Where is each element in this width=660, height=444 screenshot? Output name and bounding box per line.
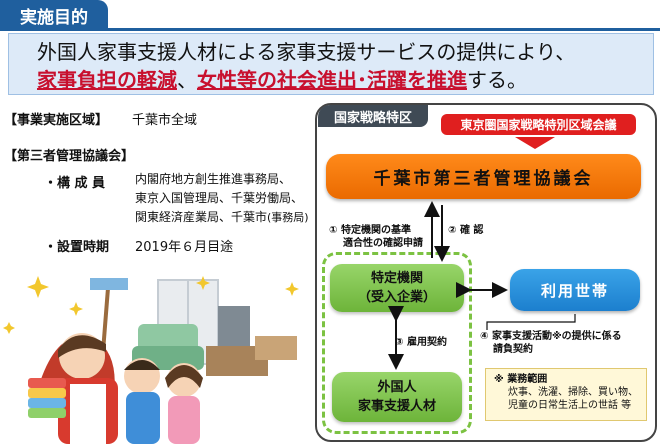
member-line-2: 東京入国管理局、千葉労働局、 xyxy=(135,191,304,205)
scope-line-2: 児童の日常生活上の世話 等 xyxy=(508,400,632,411)
scope-title: ※ 業務範囲 xyxy=(494,374,548,385)
member-line-1: 内閣府地方創生推進事務局、 xyxy=(135,172,292,186)
certified-org-line-2: （受入企業） xyxy=(357,290,436,305)
banner-line-2: 家事負担の軽減、女性等の社会進出･活躍を推進する。 xyxy=(37,66,653,94)
user-household-box: 利用世帯 xyxy=(510,269,640,311)
scope-line-1: 炊事、洗濯、掃除、買い物、 xyxy=(508,387,638,398)
step-3-label: ③ 雇用契約 xyxy=(395,337,447,348)
user-household-label: 利用世帯 xyxy=(540,281,609,300)
date-label: ・設置時期 xyxy=(44,240,110,255)
chiba-council-box: 千葉市第三者管理協議会 xyxy=(326,154,641,199)
girl-body-icon xyxy=(168,396,200,444)
banner-tail: する。 xyxy=(467,68,527,92)
member-line-3-small: (事務局) xyxy=(267,211,309,224)
boy-body-icon xyxy=(126,392,160,444)
zone-title: 国家戦略特区 xyxy=(333,110,412,126)
step-4-line-1: ④ 家事支援活動※の提供に係る xyxy=(480,331,622,342)
title-underline xyxy=(0,28,660,31)
certified-org-line-1: 特定機関 xyxy=(370,271,423,286)
step-4-line-2: 請負契約 xyxy=(493,344,533,355)
banner-line-1: 外国人家事支援人材による家事支援サービスの提供により、 xyxy=(37,40,576,64)
council-label: 【第三者管理協議会】 xyxy=(4,149,135,164)
burden-reduction-text: 家事負担の軽減 xyxy=(37,68,177,92)
area-label: 【事業実施区域】 xyxy=(4,113,109,128)
tv-icon xyxy=(218,306,250,346)
section-title: 実施目的 xyxy=(20,7,88,28)
date-value: 2019年６月目途 xyxy=(135,240,234,255)
member-line-3: 関東経済産業局、千葉市(事務局) xyxy=(135,208,309,227)
section-title-tab: 実施目的 xyxy=(0,0,108,30)
foreign-worker-box: 外国人 家事支援人材 xyxy=(332,372,462,422)
mop-head-icon xyxy=(90,278,128,290)
tokyo-zone-council-label: 東京圏国家戦略特別区域会議 xyxy=(460,118,617,132)
area-value: 千葉市全域 xyxy=(132,113,198,128)
tokyo-zone-council-box: 東京圏国家戦略特別区域会議 xyxy=(441,114,636,135)
side-table-icon xyxy=(255,336,297,360)
towel-stack-icon xyxy=(28,378,66,418)
sparkle-icons xyxy=(3,276,299,334)
chiba-council-label: 千葉市第三者管理協議会 xyxy=(373,169,594,189)
members-label: ・構 成 員 xyxy=(44,176,106,191)
women-advancement-text: 女性等の社会進出･活躍を推進 xyxy=(197,68,467,92)
banner-separator: 、 xyxy=(177,68,197,92)
step-2-label: ② 確 認 xyxy=(448,225,484,236)
foreign-worker-line-1: 外国人 xyxy=(377,380,417,395)
foreign-worker-line-2: 家事支援人材 xyxy=(357,399,436,414)
zone-title-tab: 国家戦略特区 xyxy=(318,105,428,127)
step-1-line-2: 適合性の確認申請 xyxy=(343,238,423,249)
employer-worker-group xyxy=(322,252,472,434)
member-line-3-text: 関東経済産業局、千葉市 xyxy=(135,210,268,224)
step-1-label: ① 特定機関の基準 適合性の確認申請 xyxy=(329,224,423,250)
step-1-line-1: ① 特定機関の基準 xyxy=(329,225,411,236)
certified-org-box: 特定機関 （受入企業） xyxy=(330,264,464,312)
purpose-banner: 外国人家事支援人材による家事支援サービスの提供により、 家事負担の軽減、女性等の… xyxy=(8,33,654,95)
step-4-label: ④ 家事支援活動※の提供に係る 請負契約 xyxy=(480,330,622,356)
housework-illustration xyxy=(3,276,299,444)
work-scope-note: ※ 業務範囲 炊事、洗濯、掃除、買い物、 児童の日常生活上の世話 等 xyxy=(485,368,647,421)
members-list: 内閣府地方創生推進事務局、 東京入国管理局、千葉労働局、 関東経済産業局、千葉市… xyxy=(135,170,309,227)
